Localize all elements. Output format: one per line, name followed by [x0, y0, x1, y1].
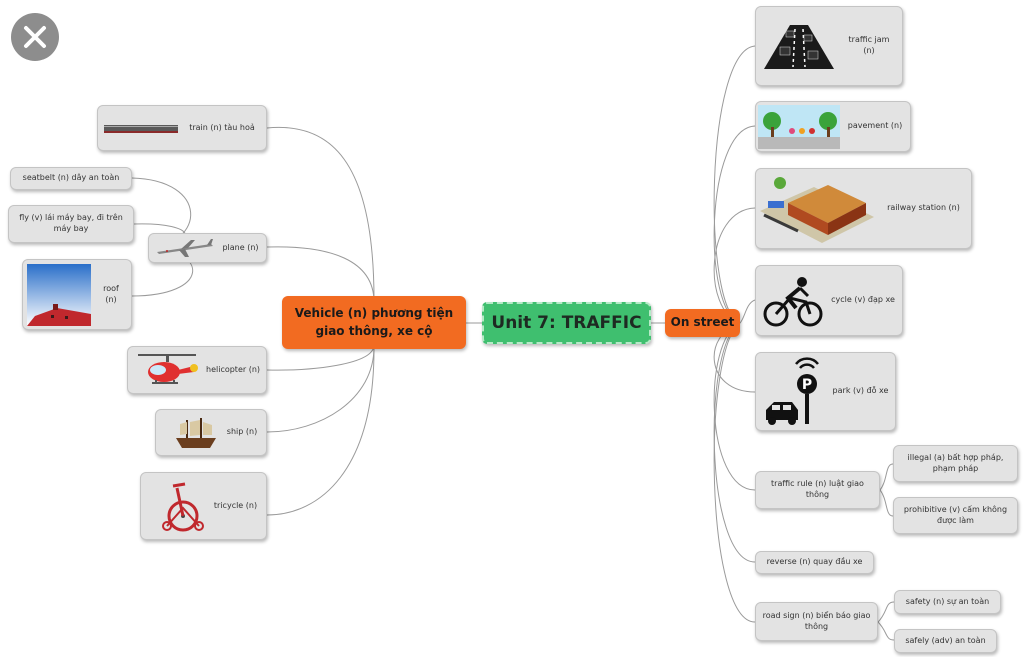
branch-vehicle[interactable]: Vehicle (n) phương tiện giao thông, xe c… — [282, 296, 466, 349]
node-park-label: park (v) đỗ xe — [832, 386, 889, 396]
branch-on-street-label: On street — [670, 315, 735, 330]
helicopter-icon — [134, 350, 200, 390]
node-ship-label: ship (n) — [226, 427, 258, 437]
center-topic-label: Unit 7: TRAFFIC — [491, 313, 642, 333]
node-seatbelt[interactable]: seatbelt (n) dây an toàn — [10, 167, 132, 190]
node-train[interactable]: train (n) tàu hoả — [97, 105, 267, 151]
pavement-icon — [758, 104, 840, 149]
node-fly-label: fly (v) lái máy bay, đi trên máy bay — [19, 213, 123, 233]
node-reverse-label: reverse (n) quay đầu xe — [766, 557, 863, 567]
node-plane[interactable]: plane (n) — [148, 233, 267, 263]
node-safely[interactable]: safely (adv) an toàn — [894, 629, 997, 653]
node-seatbelt-label: seatbelt (n) dây an toàn — [22, 173, 120, 183]
node-tricycle[interactable]: tricycle (n) — [140, 472, 267, 540]
ship-icon — [174, 416, 218, 450]
node-roof[interactable]: roof (n) — [22, 259, 132, 330]
node-prohibitive-label: prohibitive (v) cấm không được làm — [903, 504, 1008, 525]
node-ship[interactable]: ship (n) — [155, 409, 267, 456]
node-helicopter[interactable]: helicopter (n) — [127, 346, 267, 394]
node-road-sign[interactable]: road sign (n) biển báo giao thông — [755, 602, 878, 641]
node-pavement-label: pavement (n) — [847, 121, 903, 131]
close-icon — [24, 26, 46, 48]
svg-text:P: P — [802, 377, 812, 393]
node-safety[interactable]: safety (n) sự an toàn — [894, 590, 1001, 614]
railway-station-icon — [758, 173, 876, 245]
node-cycle[interactable]: cycle (v) đạp xe — [755, 265, 903, 336]
branch-on-street[interactable]: On street — [665, 309, 740, 337]
node-roof-label: roof (n) — [103, 283, 119, 304]
node-traffic-rule[interactable]: traffic rule (n) luật giao thông — [755, 471, 880, 509]
node-train-label: train (n) tàu hoả — [189, 122, 255, 132]
branch-vehicle-label: Vehicle (n) phương tiện giao thông, xe c… — [294, 306, 454, 338]
node-traffic-jam[interactable]: traffic jam (n) — [755, 6, 903, 86]
plane-icon — [155, 238, 215, 258]
node-illegal[interactable]: illegal (a) bất hợp pháp, phạm pháp — [893, 445, 1018, 482]
node-fly[interactable]: fly (v) lái máy bay, đi trên máy bay — [8, 205, 134, 243]
node-safety-label: safety (n) sự an toàn — [905, 596, 990, 606]
node-plane-label: plane (n) — [222, 242, 259, 252]
roof-icon — [27, 263, 91, 326]
node-reverse[interactable]: reverse (n) quay đầu xe — [755, 551, 874, 574]
node-railway-station-label: railway station (n) — [887, 203, 960, 213]
node-road-sign-label: road sign (n) biển báo giao thông — [762, 610, 871, 631]
node-railway-station[interactable]: railway station (n) — [755, 168, 972, 249]
tricycle-icon — [161, 478, 205, 534]
node-park[interactable]: P park (v) đỗ xe — [755, 352, 896, 431]
node-traffic-jam-label: traffic jam (n) — [848, 35, 890, 55]
node-helicopter-label: helicopter (n) — [206, 364, 261, 374]
cyclist-icon — [762, 272, 824, 330]
node-safely-label: safely (adv) an toàn — [905, 635, 986, 645]
node-prohibitive[interactable]: prohibitive (v) cấm không được làm — [893, 497, 1018, 534]
traffic-jam-icon — [762, 21, 836, 71]
node-cycle-label: cycle (v) đạp xe — [831, 295, 895, 305]
close-button[interactable] — [11, 13, 59, 61]
center-topic[interactable]: Unit 7: TRAFFIC — [482, 302, 651, 344]
parking-icon: P — [762, 356, 826, 428]
node-illegal-label: illegal (a) bất hợp pháp, phạm pháp — [907, 452, 1004, 473]
node-traffic-rule-label: traffic rule (n) luật giao thông — [771, 479, 864, 499]
node-tricycle-label: tricycle (n) — [213, 500, 258, 510]
node-pavement[interactable]: pavement (n) — [755, 101, 911, 152]
train-icon — [104, 122, 178, 134]
